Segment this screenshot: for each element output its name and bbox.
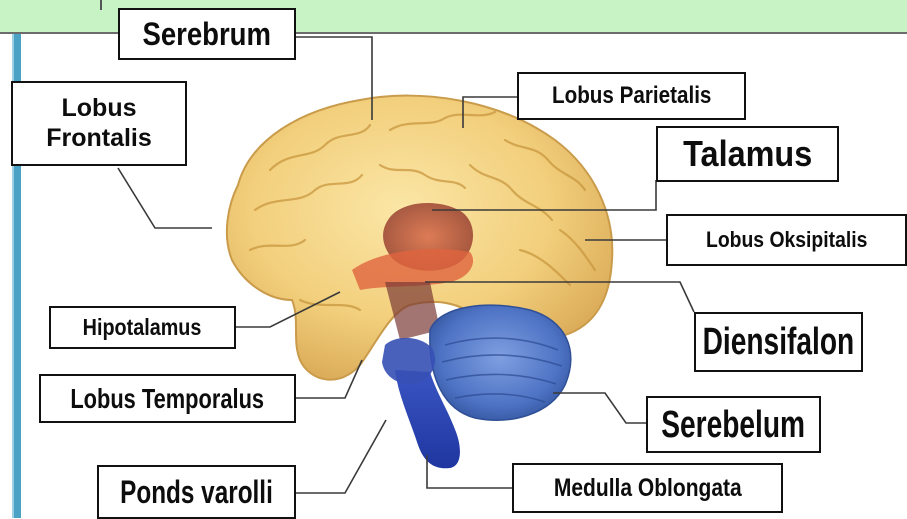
label-hipotalamus-text: Hipotalamus <box>83 316 202 339</box>
label-lobus-frontalis: Lobus Frontalis <box>11 81 187 166</box>
leader-ponds-varolli <box>296 420 386 493</box>
label-lobus-frontalis-line1: Lobus <box>62 94 137 124</box>
pons-shape <box>382 338 435 384</box>
label-ponds-varolli: Ponds varolli <box>97 465 296 519</box>
label-serebrum-text: Serebrum <box>143 18 271 50</box>
label-lobus-temporalus: Lobus Temporalus <box>39 374 296 423</box>
leader-serebelum <box>553 393 646 423</box>
label-hipotalamus: Hipotalamus <box>49 306 236 349</box>
label-lobus-frontalis-line2: Frontalis <box>46 124 152 154</box>
label-serebelum: Serebelum <box>646 396 821 453</box>
label-serebrum: Serebrum <box>118 8 296 60</box>
label-talamus-text: Talamus <box>683 136 812 172</box>
leader-lobus-frontalis <box>118 168 212 228</box>
label-serebelum-text: Serebelum <box>662 406 806 444</box>
label-medulla-oblongata: Medulla Oblongata <box>512 463 783 513</box>
label-diensifalon-text: Diensifalon <box>703 323 855 361</box>
label-talamus: Talamus <box>656 126 839 182</box>
label-lobus-parietalis: Lobus Parietalis <box>517 72 746 120</box>
label-ponds-varolli-text: Ponds varolli <box>120 476 273 508</box>
label-diensifalon: Diensifalon <box>694 312 863 372</box>
label-lobus-parietalis-text: Lobus Parietalis <box>552 84 711 108</box>
label-lobus-oksipitalis: Lobus Oksipitalis <box>666 214 907 266</box>
label-lobus-oksipitalis-text: Lobus Oksipitalis <box>706 229 867 251</box>
label-lobus-temporalus-text: Lobus Temporalus <box>71 385 265 413</box>
label-medulla-oblongata-text: Medulla Oblongata <box>554 476 742 501</box>
